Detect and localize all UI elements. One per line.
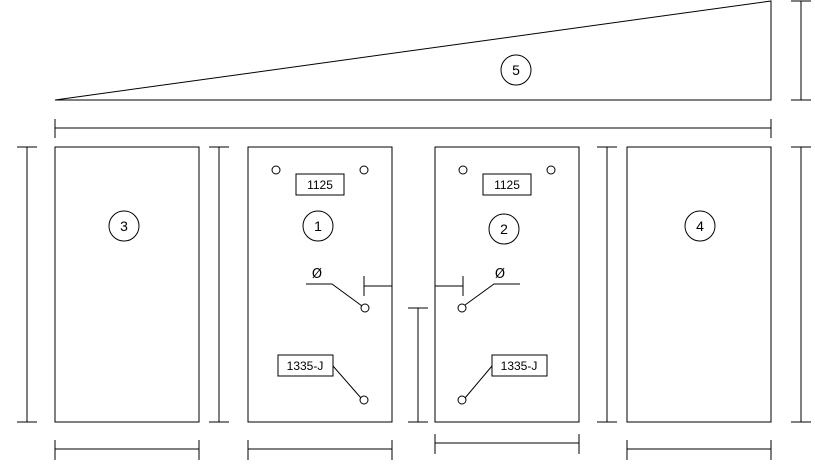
panel-1-hole-bottom (359, 395, 369, 405)
panel-1-leader-switch (306, 283, 363, 307)
dimension-panel-4-height-right (791, 146, 811, 423)
panel-2: 1125 2 Ø 1335-J (434, 146, 580, 423)
panel-1-number-circle (302, 210, 334, 242)
panel-4-number-circle (684, 210, 716, 242)
wedge-number: 5 (512, 62, 520, 78)
panel-2-leader-switch (464, 283, 520, 306)
panel-3-number-circle (108, 210, 140, 242)
panel-2-top-label: 1125 (494, 178, 520, 192)
panel-1-handle (363, 276, 392, 296)
dimension-wedge-height (791, 0, 811, 101)
panel-1-top-label-box (295, 173, 345, 196)
panel-1-bottom-label: 1335-J (287, 359, 324, 373)
panel-4-number: 4 (696, 218, 704, 234)
panel-1-hole-middle (360, 303, 370, 313)
wedge-5: 5 (54, 0, 772, 101)
panel-1-top-label: 1125 (307, 178, 333, 192)
wedge-outline (54, 0, 772, 101)
panel-2-bottom-label: 1335-J (501, 359, 538, 373)
panel-3-outline (54, 146, 200, 423)
panel-2-number-circle (488, 213, 520, 245)
dimension-panel-1-width (247, 440, 393, 460)
panel-4: 4 (626, 146, 772, 423)
panel-2-hole-middle (457, 303, 467, 313)
panel-3: 3 (54, 146, 200, 423)
dimension-panel-2-width (434, 434, 580, 454)
dimension-panel-3-width (54, 440, 200, 460)
dimension-panel-4-width (626, 440, 772, 460)
panel-2-top-label-box (482, 173, 532, 196)
panel-2-hole-top-right (546, 165, 556, 175)
dimension-panel-3-height (17, 146, 37, 423)
dimension-panel-1-height (209, 146, 229, 423)
wedge-number-circle (500, 54, 532, 86)
panel-2-number: 2 (500, 221, 508, 237)
panel-3-number: 3 (120, 218, 128, 234)
panel-2-bottom-label-box (491, 354, 548, 377)
panel-2-handle (435, 276, 464, 296)
panel-2-diameter-symbol: Ø (495, 267, 505, 282)
panel-1-bottom-label-box (277, 354, 334, 377)
panel-1: 1125 1 Ø 1335-J (247, 146, 393, 423)
panel-2-hole-bottom (457, 395, 467, 405)
panel-1-number: 1 (314, 218, 322, 234)
panel-1-hole-top-left (271, 165, 281, 175)
panel-1-diameter-symbol: Ø (312, 267, 322, 282)
panel-4-outline (626, 146, 772, 423)
panel-2-hole-top-left (458, 165, 468, 175)
dimension-overall-width (54, 119, 772, 138)
dimension-panel-4-height-left (597, 146, 617, 423)
panel-1-hole-top-right (359, 165, 369, 175)
panel-2-leader-bottom (464, 365, 493, 399)
panel-1-leader-bottom (332, 365, 362, 399)
dimension-gap-height (408, 307, 428, 423)
